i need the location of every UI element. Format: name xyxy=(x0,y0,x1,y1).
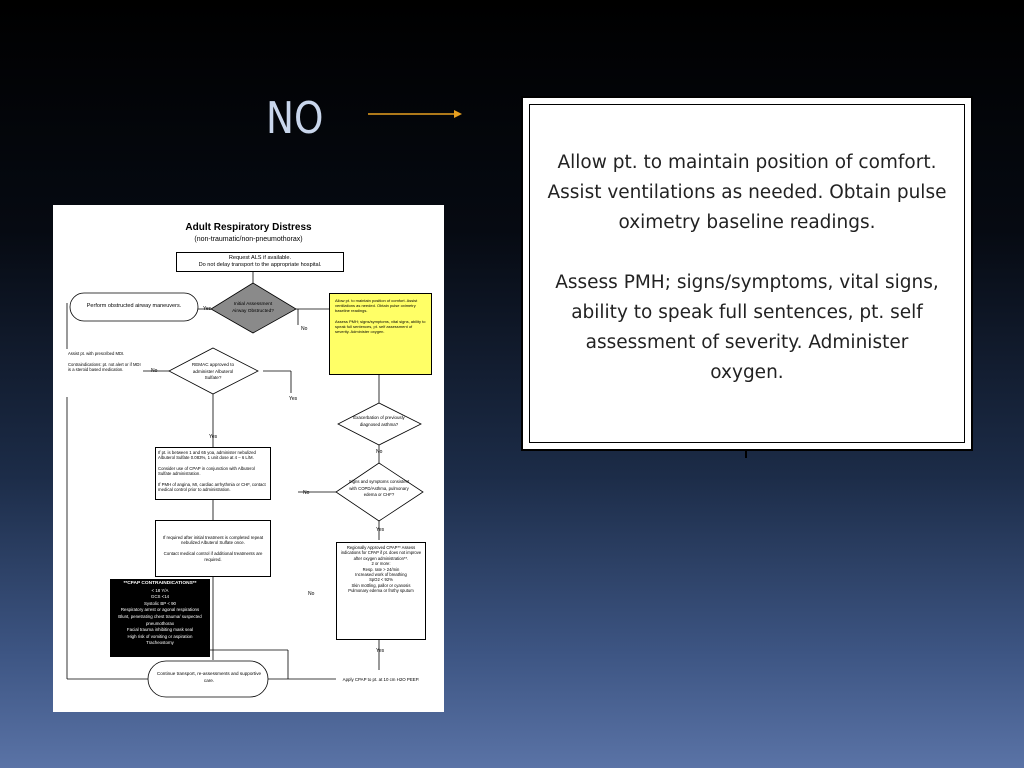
zoomed-callout-box: Allow pt. to maintain position of comfor… xyxy=(521,96,973,458)
yes-label: Yes xyxy=(209,434,218,440)
yes-label: Yes xyxy=(376,527,385,533)
no-label-small: No xyxy=(303,490,310,496)
callout-line: Allow pt. to maintain position of comfor… xyxy=(557,152,937,173)
callout-line: Assess PMH; signs/symptoms, vital signs, xyxy=(555,272,939,293)
no-label-small: No xyxy=(376,449,383,455)
callout-line: ability to speak full sentences, pt. sel… xyxy=(571,302,923,323)
no-label-small: No xyxy=(301,326,308,332)
if-required-box: If required after initial treatment is c… xyxy=(155,520,271,577)
exacerbation-label: Exacerbation of previously diagnosed ast… xyxy=(353,415,405,427)
cpap-contra-list: < 18 Y/A GCS <14 Systolic BP < 90 Respir… xyxy=(118,587,202,646)
yellow-assessment-box: Allow pt. to maintain position of comfor… xyxy=(329,293,432,375)
regionally-cpap-box: Regionally Approved CPAP** Assess indica… xyxy=(336,542,426,640)
flowchart-title: Adult Respiratory Distress xyxy=(185,222,312,233)
callout-line: assessment of severity. Administer xyxy=(585,332,909,353)
yes-label: Yes xyxy=(289,396,298,402)
albuterol-box: If pt. is between 1 and 65 yoa, administ… xyxy=(155,447,271,500)
cpap-contra-title: **CPAP CONTRAINDICATIONS** xyxy=(123,581,197,586)
flowchart-subtitle: (non-traumatic/non-pneumothorax) xyxy=(194,236,303,243)
remac-label: REMAC approved to administer Albuterol S… xyxy=(191,362,235,380)
request-als-box: Request ALS if available. Do not delay t… xyxy=(176,252,344,272)
signs-symptoms-label: Signs and symptoms consistent with COPD/… xyxy=(348,479,410,497)
no-label: NO xyxy=(266,93,324,144)
mdi-note-box: Assist pt. with prescribed MDI. Contrain… xyxy=(66,349,143,397)
flowchart-connectors xyxy=(66,272,424,698)
right-arrow xyxy=(368,110,462,118)
callout-line: oxygen. xyxy=(710,362,784,383)
flowchart-page: Adult Respiratory Distress (non-traumati… xyxy=(53,205,444,712)
initial-assessment-label: Initial Assessment Airway Obstructed? xyxy=(232,302,274,314)
apply-cpap-box: Apply CPAP to pt. at 10 cm H2O PEEP. xyxy=(336,670,426,690)
continue-transport-label: Continue transport, re-assessments and s… xyxy=(156,671,262,683)
callout-line: oximetry baseline readings. xyxy=(618,212,876,233)
no-label-small: No xyxy=(151,368,158,374)
yes-label: Yes xyxy=(203,306,212,312)
callout-line: Assist ventilations as needed. Obtain pu… xyxy=(547,182,947,203)
perform-obstructed-label: Perform obstructed airway maneuvers. xyxy=(86,303,182,309)
no-label-small: No xyxy=(308,591,315,597)
callout-text: Allow pt. to maintain position of comfor… xyxy=(531,148,963,388)
cpap-contraindications-box: **CPAP CONTRAINDICATIONS** < 18 Y/A GCS … xyxy=(110,579,210,657)
yes-label: Yes xyxy=(376,648,385,654)
